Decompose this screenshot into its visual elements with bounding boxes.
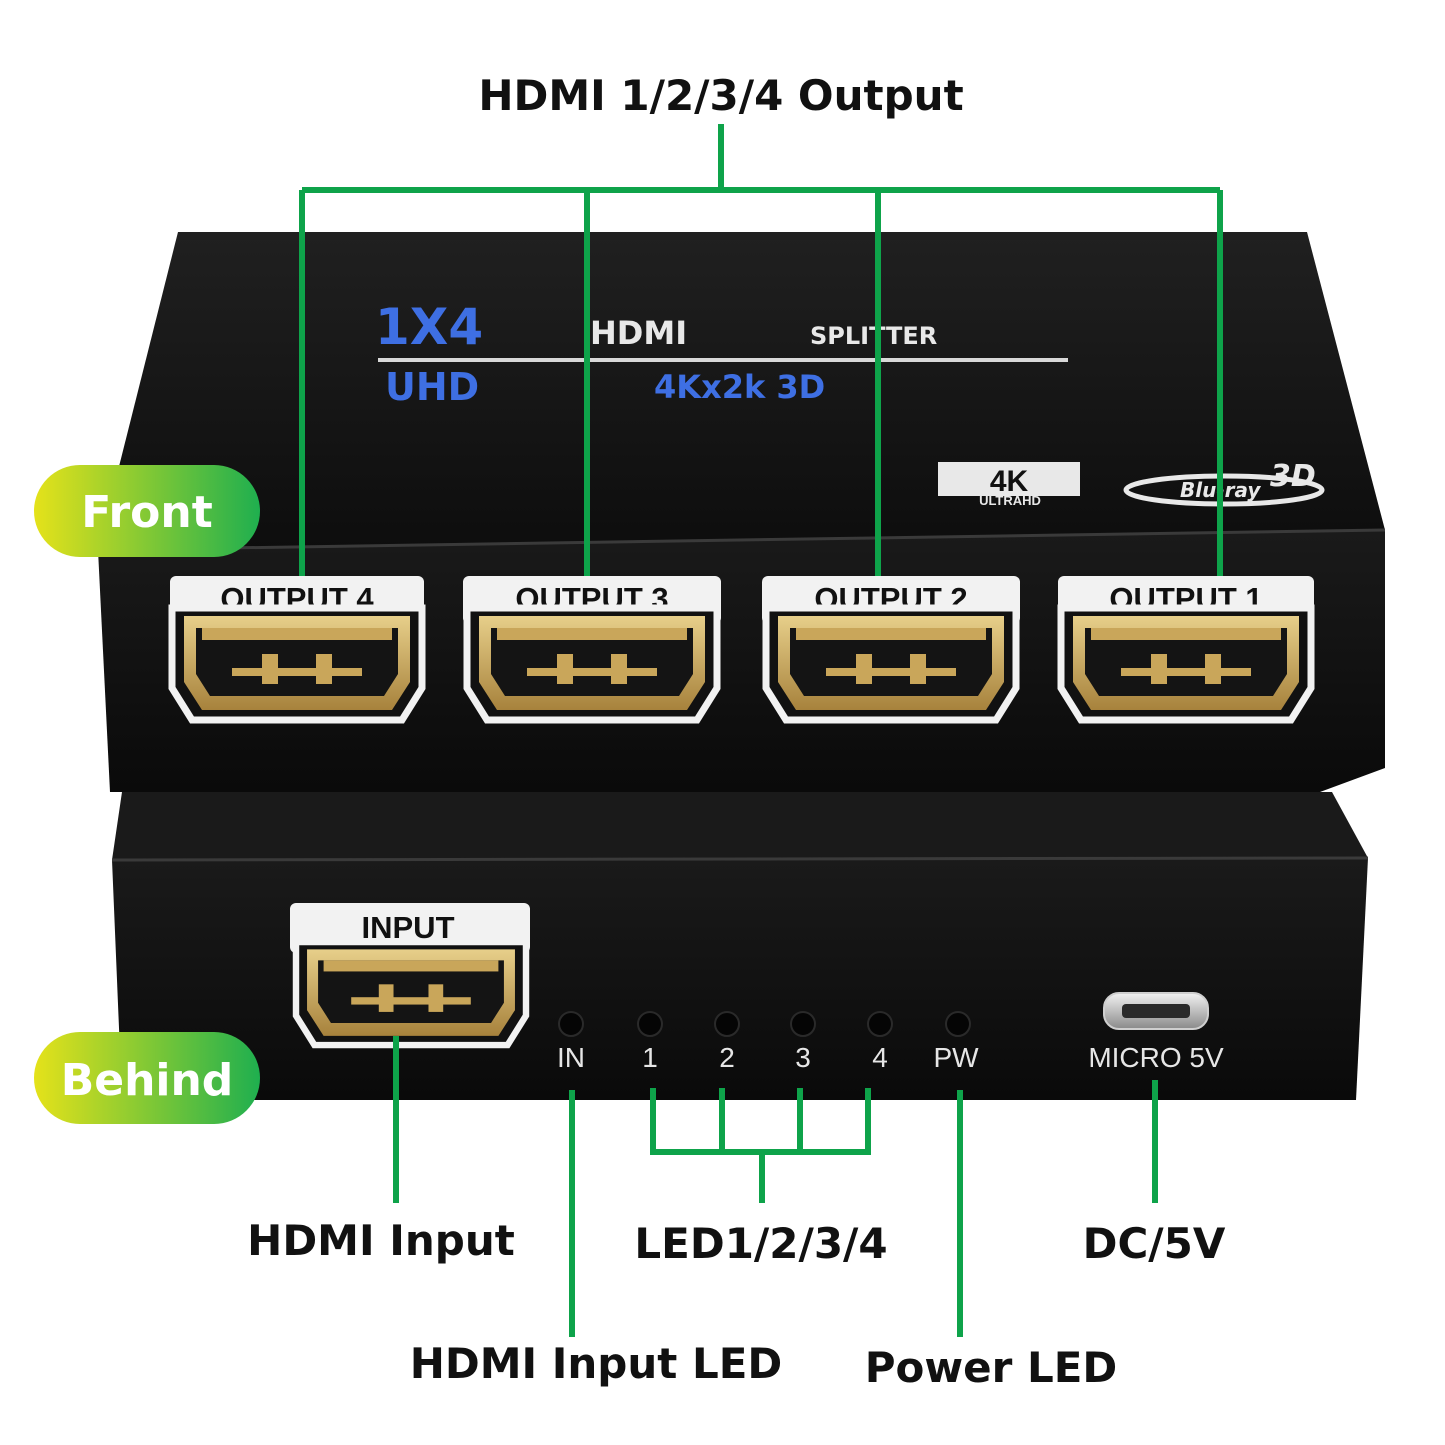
led-label-3: 3 — [795, 1042, 811, 1073]
front-device: 1X4 HDMI SPLITTER UHD 4Kx2k 3D 4K ULTRAH… — [97, 232, 1386, 792]
led-1 — [637, 1011, 663, 1037]
port-output-4: OUTPUT 4 — [170, 576, 424, 720]
callout-lines — [299, 124, 1223, 1337]
callout-leds: LED1/2/3/4 — [634, 1219, 887, 1268]
port-output-3: OUTPUT 3 — [463, 576, 721, 720]
brand-hdmi: HDMI — [590, 314, 687, 352]
brand-4kx2k-3d: 4Kx2k 3D — [654, 368, 825, 406]
callout-hdmi-outputs: HDMI 1/2/3/4 Output — [478, 71, 963, 120]
led-label-1: 1 — [642, 1042, 658, 1073]
callout-power-led: Power LED — [865, 1343, 1118, 1392]
port-output-1: OUTPUT 1 — [1058, 576, 1314, 720]
callout-hdmi-input: HDMI Input — [247, 1216, 515, 1265]
4k-ultrahd-logo: 4K ULTRAHD — [938, 462, 1080, 508]
3d-bluray-logo: 3D Blu-ray — [1123, 459, 1325, 507]
callout-dc: DC/5V — [1083, 1219, 1226, 1268]
front-pill-label: Front — [81, 487, 213, 538]
brand-1x4: 1X4 — [375, 298, 483, 356]
back-device-top — [112, 792, 1368, 860]
led-pw — [945, 1011, 971, 1037]
led-4 — [867, 1011, 893, 1037]
back-device: INPUT IN 1 2 3 4 PW MICRO 5V — [111, 792, 1369, 1100]
led-row: IN 1 2 3 4 PW — [557, 1011, 979, 1073]
led-label-pw: PW — [933, 1042, 979, 1073]
brand-splitter: SPLITTER — [810, 322, 937, 350]
led-label-4: 4 — [872, 1042, 888, 1073]
brand-uhd: UHD — [385, 365, 479, 409]
behind-pill: Behind — [34, 1032, 260, 1124]
svg-text:ULTRAHD: ULTRAHD — [979, 493, 1041, 508]
svg-text:4K: 4K — [990, 465, 1029, 498]
led-label-2: 2 — [719, 1042, 735, 1073]
led-3 — [790, 1011, 816, 1037]
micro-usb-port: MICRO 5V — [1088, 992, 1224, 1073]
callout-input-led: HDMI Input LED — [410, 1339, 783, 1388]
led-2 — [714, 1011, 740, 1037]
front-pill: Front — [34, 465, 260, 557]
port-output-2: OUTPUT 2 — [762, 576, 1020, 720]
micro-usb-label: MICRO 5V — [1088, 1042, 1224, 1073]
led-in — [558, 1011, 584, 1037]
led-label-in: IN — [557, 1042, 585, 1073]
port-input: INPUT — [290, 903, 530, 1045]
behind-pill-label: Behind — [61, 1055, 234, 1106]
